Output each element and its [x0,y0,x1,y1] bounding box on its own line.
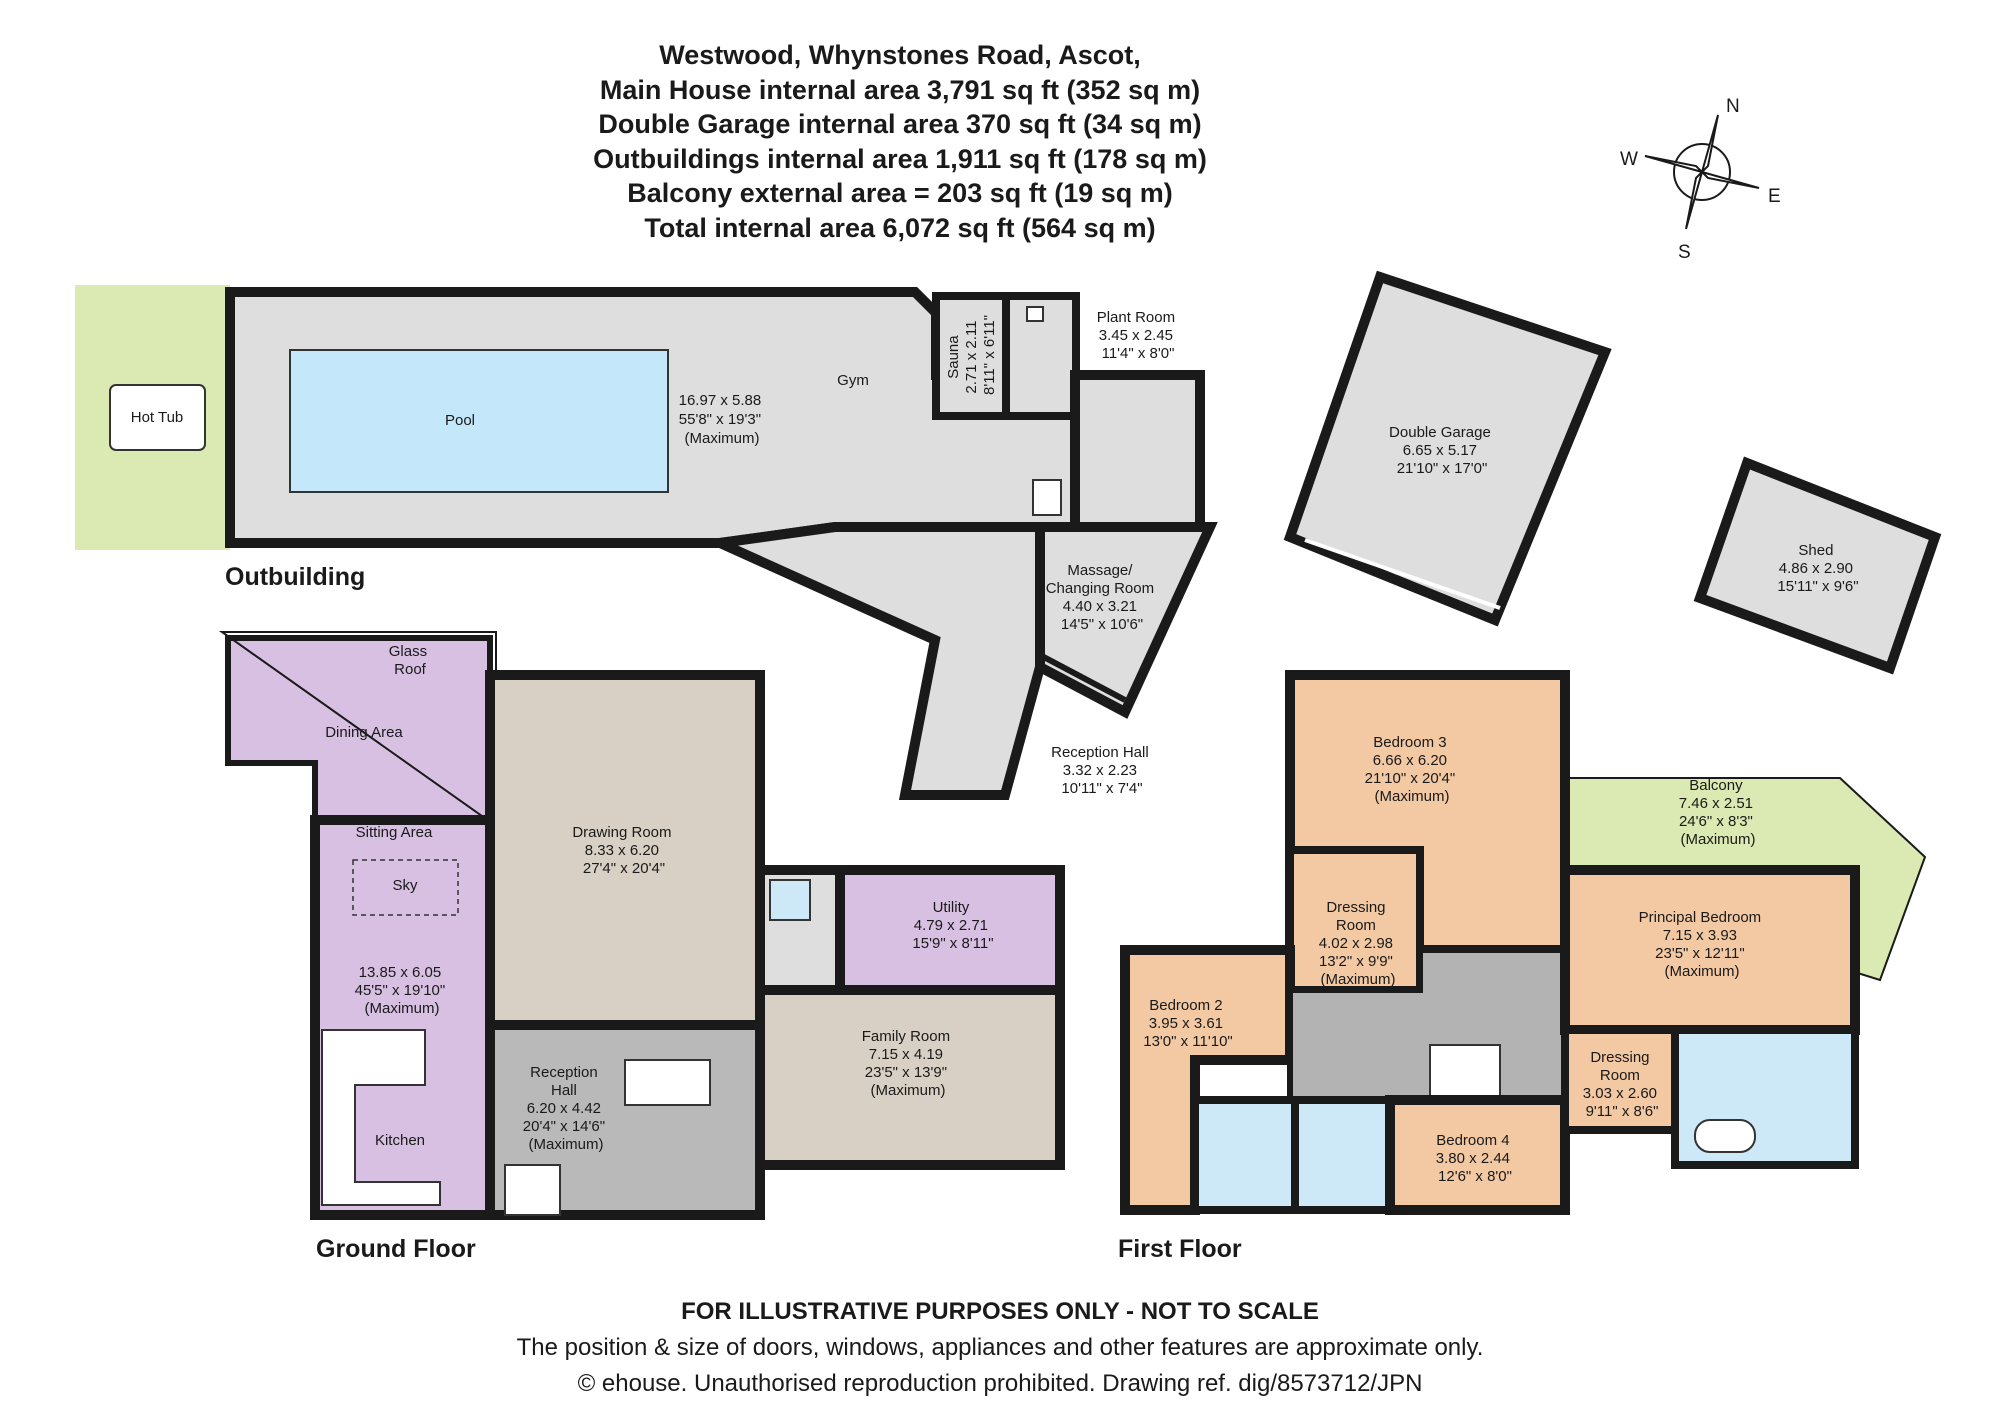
copyright-text: © ehouse. Unauthorised reproduction proh… [577,1370,1423,1397]
label-glass-roof: Glass Roof [389,643,432,678]
shed [1693,456,1942,675]
label-pool: Pool [445,412,475,429]
label-kitchen-size: 13.85 x 6.05 45'5" x 19'10" (Maximum) [355,964,450,1017]
label-dressing-room-1: Dressing Room 4.02 x 2.98 13'2" x 9'9" (… [1319,899,1397,988]
hot-tub-icon [109,384,206,451]
label-kitchen: Kitchen [375,1132,425,1149]
sauna-room [932,292,1010,420]
disclaimer-heading: FOR ILLUSTRATIVE PURPOSES ONLY - NOT TO … [681,1298,1319,1325]
label-shed: Shed 4.86 x 2.90 15'11" x 9'6" [1777,542,1858,595]
bath-icon [1694,1119,1756,1153]
bedroom-2 [1120,945,1295,1215]
label-sauna: Sauna 2.71 x 2.11 8'11" x 6'11" [945,315,998,395]
label-principal-bedroom: Principal Bedroom 7.15 x 3.93 23'5" x 12… [1639,909,1766,980]
first-floor-staircase [1429,1044,1501,1101]
label-balcony: Balcony 7.46 x 2.51 24'6" x 8'3" (Maximu… [1679,777,1757,848]
label-bedroom-2: Bedroom 2 3.95 x 3.61 13'0" x 11'10" [1143,997,1233,1050]
utility-room [835,865,1065,995]
label-drawing-room: Drawing Room 8.33 x 6.20 27'4" x 20'4" [572,824,675,877]
wc-icon [1026,306,1044,322]
entrance-porch [504,1164,561,1216]
label-sky: Sky [392,877,418,894]
section-outbuilding: Outbuilding [225,563,365,591]
principal-bedroom [1560,865,1860,1035]
label-bedroom-3: Bedroom 3 6.66 x 6.20 21'10" x 20'4" (Ma… [1365,734,1460,805]
ensuite-bathroom-1 [1191,1096,1299,1214]
label-gym: Gym [837,372,869,389]
family-room [755,985,1065,1170]
section-first-floor: First Floor [1118,1235,1242,1263]
staircase [624,1059,711,1106]
shower-tray [1032,479,1062,516]
kitchen-units [321,1029,441,1206]
disclaimer-footer: FOR ILLUSTRATIVE PURPOSES ONLY - NOT TO … [400,1294,1600,1402]
header-total-area: Total internal area 6,072 sq ft (564 sq … [644,212,1156,243]
double-garage [1283,270,1612,627]
label-family-room: Family Room 7.15 x 4.19 23'5" x 13'9" (M… [862,1028,955,1099]
label-outbuilding-reception-hall: Reception Hall 3.32 x 2.23 10'11" x 7'4" [1051,744,1153,797]
bedroom-4 [1385,1095,1570,1215]
outbuilding-plan [75,285,1218,800]
compass-south: S [1678,242,1691,263]
header-main-house-area: Main House internal area 3,791 sq ft (35… [599,74,1201,105]
compass-icon: N E S W [1620,96,1781,263]
label-bedroom-4: Bedroom 4 3.80 x 2.44 12'6" x 8'0" [1436,1132,1514,1185]
section-ground-floor: Ground Floor [316,1235,476,1263]
label-utility: Utility 4.79 x 2.71 15'9" x 8'11" [912,899,993,952]
label-gym-size: 16.97 x 5.88 55'8" x 19'3" (Maximum) [679,392,766,447]
header-balcony-area: Balcony external area = 203 sq ft (19 sq… [627,178,1173,208]
label-hot-tub: Hot Tub [131,409,184,426]
label-massage-room: Massage/ Changing Room 4.40 x 3.21 14'5"… [1046,562,1159,633]
pool [289,349,669,493]
disclaimer-text: The position & size of doors, windows, a… [516,1334,1484,1361]
compass-west: W [1620,149,1638,170]
label-sitting-area: Sitting Area [356,824,433,841]
ground-floor-plan [218,631,1065,1220]
header-garage-area: Double Garage internal area 370 sq ft (3… [598,109,1202,139]
compass-north: N [1726,96,1740,117]
header-title: Westwood, Whynstones Road, Ascot, [659,40,1141,70]
property-header: Westwood, Whynstones Road, Ascot, Main H… [480,38,1320,245]
header-outbuildings-area: Outbuildings internal area 1,911 sq ft (… [593,143,1207,174]
plant-room [1070,370,1205,532]
outbuilding-reception-hall [702,522,1045,800]
sky-light [352,859,459,916]
compass-east: E [1768,186,1781,207]
label-dressing-room-2: Dressing Room 3.03 x 2.60 9'11" x 8'6" [1583,1049,1661,1120]
label-double-garage: Double Garage 6.65 x 5.17 21'10" x 17'0" [1389,424,1495,477]
first-floor-plan [1120,670,1927,1215]
ensuite-bathroom-2 [1291,1096,1394,1214]
label-reception-hall: Reception Hall 6.20 x 4.42 20'4" x 14'6"… [523,1064,609,1153]
label-dining-area: Dining Area [325,724,403,741]
label-plant-room: Plant Room 3.45 x 2.45 11'4" x 8'0" [1097,309,1180,362]
